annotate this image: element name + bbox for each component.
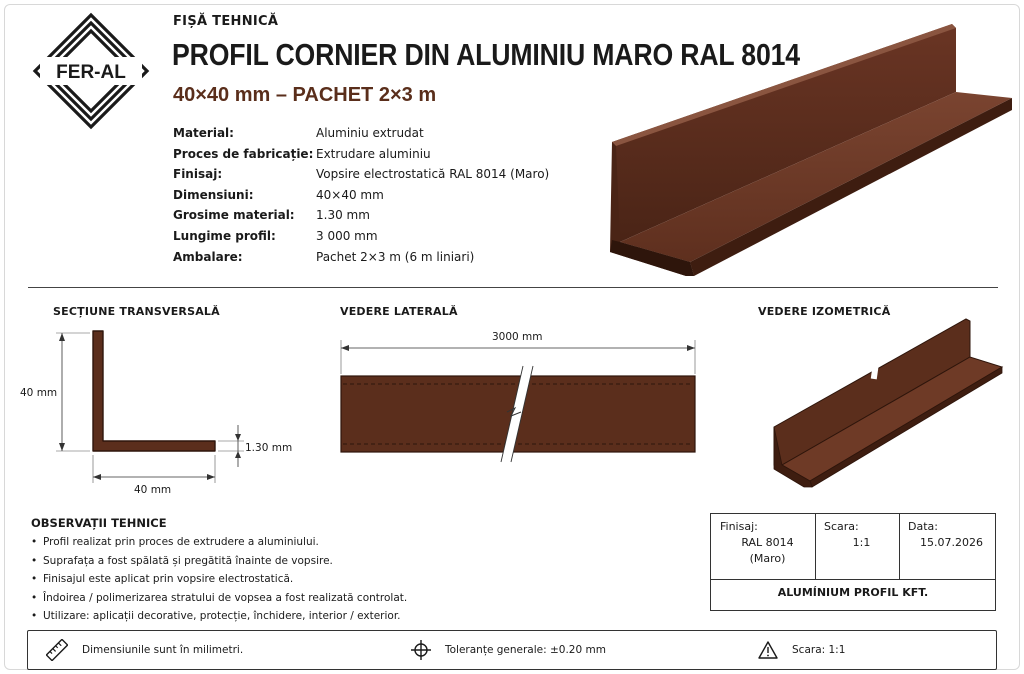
spec-label: Finisaj: <box>173 167 223 182</box>
scale-label: Scara: <box>824 520 859 533</box>
spec-table: Material: Aluminiu extrudat Proces de fab… <box>173 123 549 267</box>
scale-note: Scara: 1:1 <box>792 644 846 656</box>
spec-label: Ambalare: <box>173 249 243 264</box>
footer-scale: Scara: 1:1 <box>758 631 845 669</box>
spec-value: 1.30 mm <box>316 208 370 223</box>
side-view-title: VEDERE LATERALĂ <box>340 305 458 318</box>
date-cell: Data: 15.07.2026 <box>899 514 995 579</box>
spec-row: Finisaj: Vopsire electrostatică RAL 8014 … <box>173 164 549 185</box>
iso-view-title: VEDERE IZOMETRICĂ <box>758 305 891 318</box>
spec-label: Dimensiuni: <box>173 187 254 202</box>
scale-value: 1:1 <box>852 536 871 549</box>
width-dimension-label: 40 mm <box>134 484 172 496</box>
spec-row: Lungime profil: 3 000 mm <box>173 226 549 247</box>
height-dimension-label: 40 mm <box>20 387 58 399</box>
spec-label: Grosime material: <box>173 208 295 223</box>
spec-label: Material: <box>173 126 234 140</box>
footer-units: Dimensiunile sunt în milimetri. <box>46 631 243 669</box>
finish-label: Finisaj: <box>720 520 758 533</box>
date-label: Data: <box>908 520 938 533</box>
note-item: Îndoirea / polimerizarea stratului de vo… <box>31 589 407 608</box>
thickness-dimension-label: 1.30 mm <box>245 442 293 454</box>
ruler-icon <box>46 639 68 661</box>
isometric-view-drawing <box>773 318 1004 488</box>
tolerance-note: Toleranțe generale: ±0.20 mm <box>445 644 606 656</box>
crosshair-icon <box>411 640 431 660</box>
date-value: 15.07.2026 <box>920 536 983 549</box>
units-note: Dimensiunile sunt în milimetri. <box>82 644 244 656</box>
footer-tolerance: Toleranțe generale: ±0.20 mm <box>411 631 606 669</box>
spec-row: Grosime material: 1.30 mm <box>173 205 549 226</box>
spec-row: Proces de fabricație:Extrudare aluminiu <box>173 144 549 165</box>
title-block-divider <box>815 514 816 579</box>
side-view-drawing <box>340 340 696 463</box>
fer-al-logo: FER-AL <box>32 12 150 130</box>
title-block-divider <box>711 579 995 580</box>
cross-section-title: SECȚIUNE TRANSVERSALĂ <box>53 305 220 318</box>
notes-title: OBSERVAȚII TEHNICE <box>31 516 167 530</box>
spec-label: Lungime profil: <box>173 228 276 243</box>
spec-row: Material: Aluminiu extrudat <box>173 123 549 144</box>
footer-bar: Dimensiunile sunt în milimetri. Toleranț… <box>27 630 997 670</box>
title-block-divider <box>899 514 900 579</box>
note-item: Finisajul este aplicat prin vopsire elec… <box>31 570 407 589</box>
finish-value-code: RAL 8014 <box>741 536 794 549</box>
spec-value: Extrudare aluminiu <box>316 146 431 161</box>
finish-cell: Finisaj: RAL 8014 (Maro) <box>711 514 815 579</box>
page-subtitle: 40×40 mm – PACHET 2×3 m <box>173 84 437 106</box>
notes-list: Profil realizat prin proces de extrudere… <box>31 533 407 626</box>
document-kicker: FIȘĂ TEHNICĂ <box>173 14 279 29</box>
spec-row: Dimensiuni: 40×40 mm <box>173 185 549 206</box>
product-render <box>610 24 1012 276</box>
note-item: Suprafața a fost spălată și pregătită în… <box>31 552 407 571</box>
spec-value: Vopsire electrostatică RAL 8014 (Maro) <box>316 167 550 182</box>
note-item: Utilizare: aplicații decorative, protecț… <box>31 607 407 626</box>
section-divider <box>28 287 998 288</box>
title-block: Finisaj: RAL 8014 (Maro) Scara: 1:1 Data… <box>710 513 996 611</box>
company-name: ALUMÍNIUM PROFIL KFT. <box>777 586 929 599</box>
spec-value: Pachet 2×3 m (6 m liniari) <box>316 249 475 264</box>
spec-value: Aluminiu extrudat <box>316 126 424 140</box>
length-dimension-label: 3000 mm <box>492 331 543 343</box>
cross-section-drawing <box>56 330 244 483</box>
finish-value-color: (Maro) <box>749 552 786 565</box>
logo-text: FER-AL <box>56 62 126 83</box>
spec-label: Proces de fabricație: <box>173 146 314 161</box>
warning-icon <box>758 641 778 659</box>
scale-cell: Scara: 1:1 <box>815 514 899 579</box>
spec-row: Ambalare: Pachet 2×3 m (6 m liniari) <box>173 247 549 268</box>
spec-value: 3 000 mm <box>316 228 378 243</box>
page-title: PROFIL CORNIER DIN ALUMINIU MARO RAL 801… <box>172 37 800 72</box>
note-item: Profil realizat prin proces de extrudere… <box>31 533 407 552</box>
spec-value: 40×40 mm <box>316 187 384 202</box>
